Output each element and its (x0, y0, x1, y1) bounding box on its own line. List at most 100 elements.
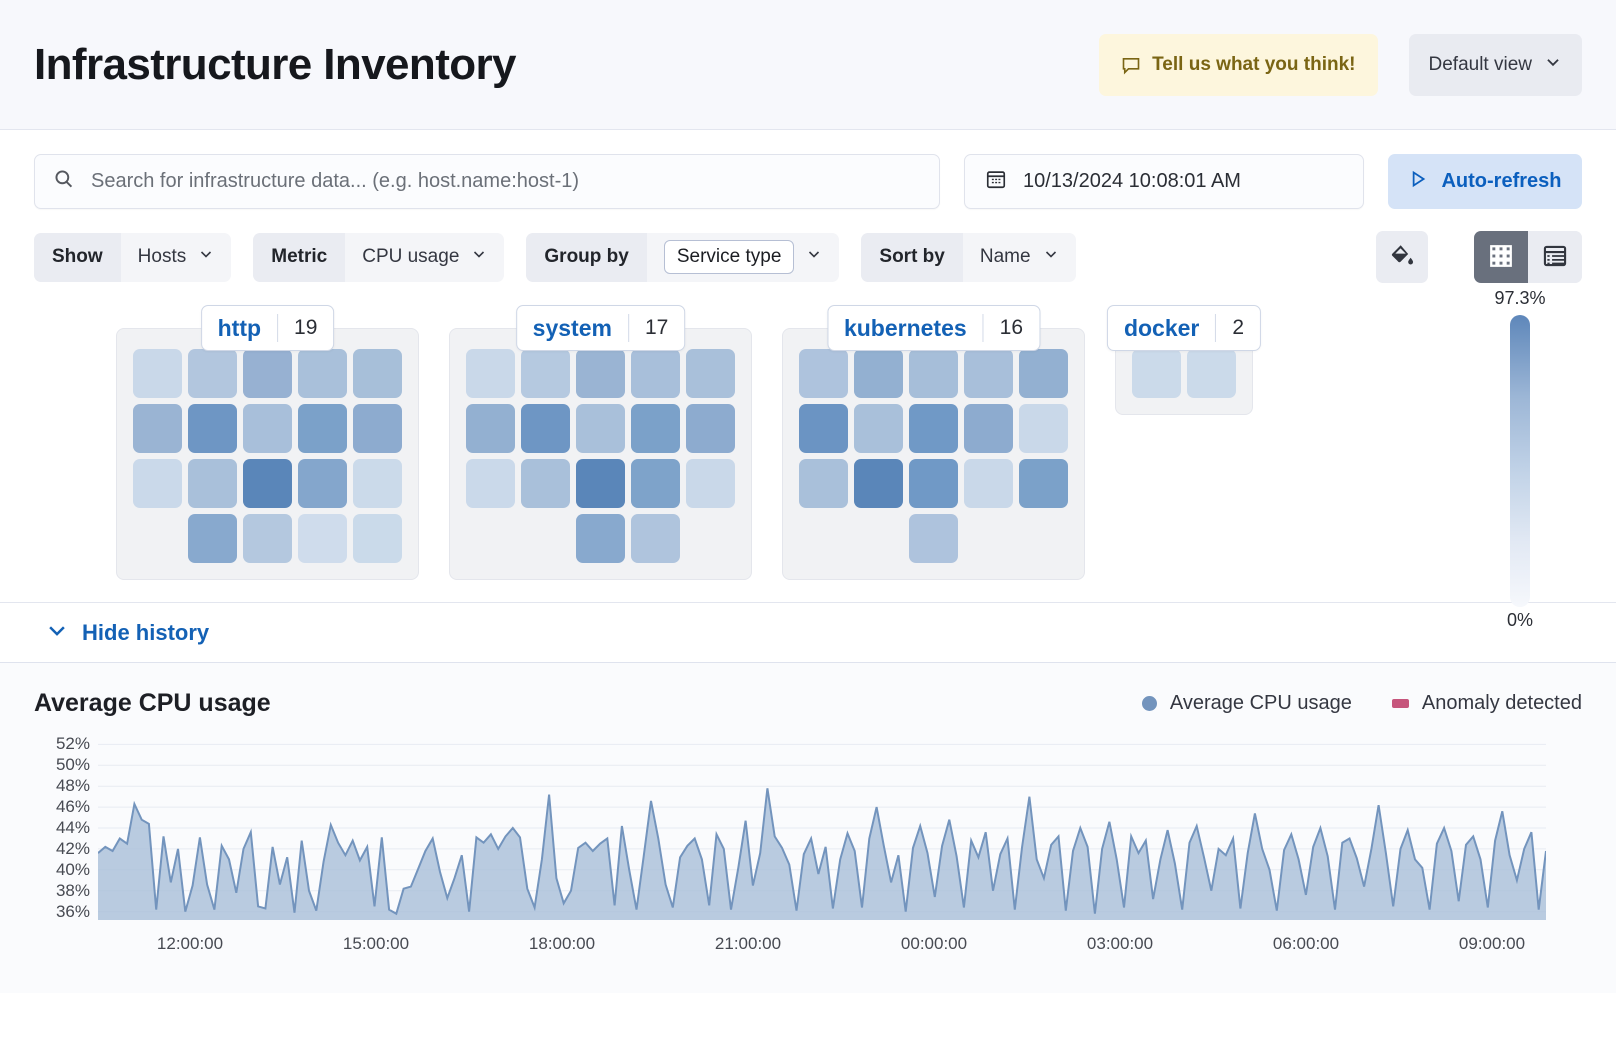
waffle-cell[interactable] (631, 514, 680, 563)
legend-item-average-cpu-usage[interactable]: Average CPU usage (1141, 692, 1352, 715)
waffle-grid (466, 349, 735, 563)
waffle-cell[interactable] (243, 349, 292, 398)
legend-gradient-bar (1510, 315, 1530, 607)
waffle-cell[interactable] (466, 404, 515, 453)
waffle-cell[interactable] (964, 404, 1013, 453)
waffle-cell[interactable] (576, 404, 625, 453)
chart-plot-area[interactable] (98, 734, 1582, 920)
waffle-cell[interactable] (576, 459, 625, 508)
filter-bar: 10/13/2024 10:08:01 AM Auto-refresh Show… (0, 130, 1616, 283)
waffle-cell[interactable] (909, 404, 958, 453)
control-show-select[interactable]: Hosts (120, 232, 232, 282)
x-tick-label: 12:00:00 (156, 934, 224, 953)
waffle-cell[interactable] (1019, 349, 1068, 398)
waffle-cell[interactable] (686, 349, 735, 398)
waffle-cell[interactable] (799, 459, 848, 508)
waffle-cell[interactable] (188, 349, 237, 398)
waffle-cell[interactable] (631, 459, 680, 508)
waffle-cell[interactable] (521, 349, 570, 398)
grid-view-toggle[interactable] (1474, 231, 1528, 283)
default-view-button[interactable]: Default view (1408, 33, 1582, 96)
hide-history-label: Hide history (82, 619, 210, 645)
waffle-cell[interactable] (298, 459, 347, 508)
waffle-cell[interactable] (298, 349, 347, 398)
waffle-cell[interactable] (466, 459, 515, 508)
chart-title: Average CPU usage (34, 689, 271, 717)
search-icon (53, 168, 75, 195)
waffle-cell[interactable] (964, 349, 1013, 398)
waffle-cell[interactable] (133, 349, 182, 398)
waffle-cell[interactable] (133, 459, 182, 508)
waffle-cell[interactable] (243, 459, 292, 508)
waffle-cell[interactable] (243, 404, 292, 453)
waffle-cell[interactable] (686, 404, 735, 453)
waffle-cell[interactable] (909, 459, 958, 508)
control-sortby-label: Sort by (861, 232, 963, 282)
waffle-cell[interactable] (854, 349, 903, 398)
waffle-cell[interactable] (854, 404, 903, 453)
waffle-cell[interactable] (1019, 459, 1068, 508)
history-chart-panel: Average CPU usage Average CPU usage Anom… (0, 663, 1616, 993)
x-tick-label: 18:00:00 (528, 934, 596, 953)
waffle-cell-empty (964, 514, 1013, 563)
waffle-cell[interactable] (686, 459, 735, 508)
page-title: Infrastructure Inventory (34, 39, 517, 89)
waffle-cell[interactable] (909, 349, 958, 398)
legend-min-label: 0% (1506, 610, 1533, 630)
waffle-cell[interactable] (188, 404, 237, 453)
color-palette-button[interactable] (1376, 231, 1428, 283)
waffle-cell[interactable] (298, 514, 347, 563)
waffle-cell[interactable] (521, 459, 570, 508)
feedback-button[interactable]: Tell us what you think! (1099, 33, 1378, 96)
waffle-cell[interactable] (799, 349, 848, 398)
waffle-cell[interactable] (353, 349, 402, 398)
waffle-cell[interactable] (521, 404, 570, 453)
waffle-cell-empty (1019, 514, 1068, 563)
waffle-grid (1132, 349, 1236, 398)
default-view-label: Default view (1428, 53, 1533, 75)
waffle-cell[interactable] (631, 349, 680, 398)
waffle-cell[interactable] (854, 459, 903, 508)
waffle-grid (133, 349, 402, 563)
auto-refresh-button[interactable]: Auto-refresh (1388, 154, 1582, 209)
waffle-cell-empty (854, 514, 903, 563)
waffle-cell[interactable] (799, 404, 848, 453)
waffle-cell[interactable] (1187, 349, 1236, 398)
waffle-cell[interactable] (631, 404, 680, 453)
waffle-cell[interactable] (298, 404, 347, 453)
control-metric-select[interactable]: CPU usage (345, 232, 505, 282)
x-tick-label: 21:00:00 (714, 934, 782, 953)
table-view-toggle[interactable] (1528, 231, 1582, 283)
date-picker[interactable]: 10/13/2024 10:08:01 AM (964, 154, 1364, 209)
control-sortby-select[interactable]: Name (962, 232, 1076, 282)
waffle-cell[interactable] (576, 349, 625, 398)
waffle-cell[interactable] (909, 514, 958, 563)
waffle-cell[interactable] (353, 514, 402, 563)
control-groupby-select[interactable]: Service type (646, 232, 840, 282)
waffle-cell[interactable] (353, 404, 402, 453)
waffle-cell[interactable] (576, 514, 625, 563)
search-box[interactable] (34, 154, 940, 209)
waffle-cell[interactable] (964, 459, 1013, 508)
x-tick-label: 00:00:00 (900, 934, 968, 953)
waffle-cell[interactable] (188, 514, 237, 563)
legend-item-anomaly-detected[interactable]: Anomaly detected (1391, 692, 1582, 715)
waffle-cell[interactable] (243, 514, 292, 563)
chart-line (98, 788, 1546, 916)
waffle-cell[interactable] (133, 404, 182, 453)
waffle-cell[interactable] (1132, 349, 1181, 398)
hide-history-button[interactable]: Hide history (46, 619, 209, 647)
waffle-cell[interactable] (353, 459, 402, 508)
search-input[interactable] (89, 169, 921, 194)
search-row: 10/13/2024 10:08:01 AM Auto-refresh (34, 154, 1582, 209)
waffle-cell[interactable] (1019, 404, 1068, 453)
waffle-cell[interactable] (188, 459, 237, 508)
waffle-grid (799, 349, 1068, 563)
badge-separator (1215, 314, 1217, 342)
waffle-cell[interactable] (466, 349, 515, 398)
